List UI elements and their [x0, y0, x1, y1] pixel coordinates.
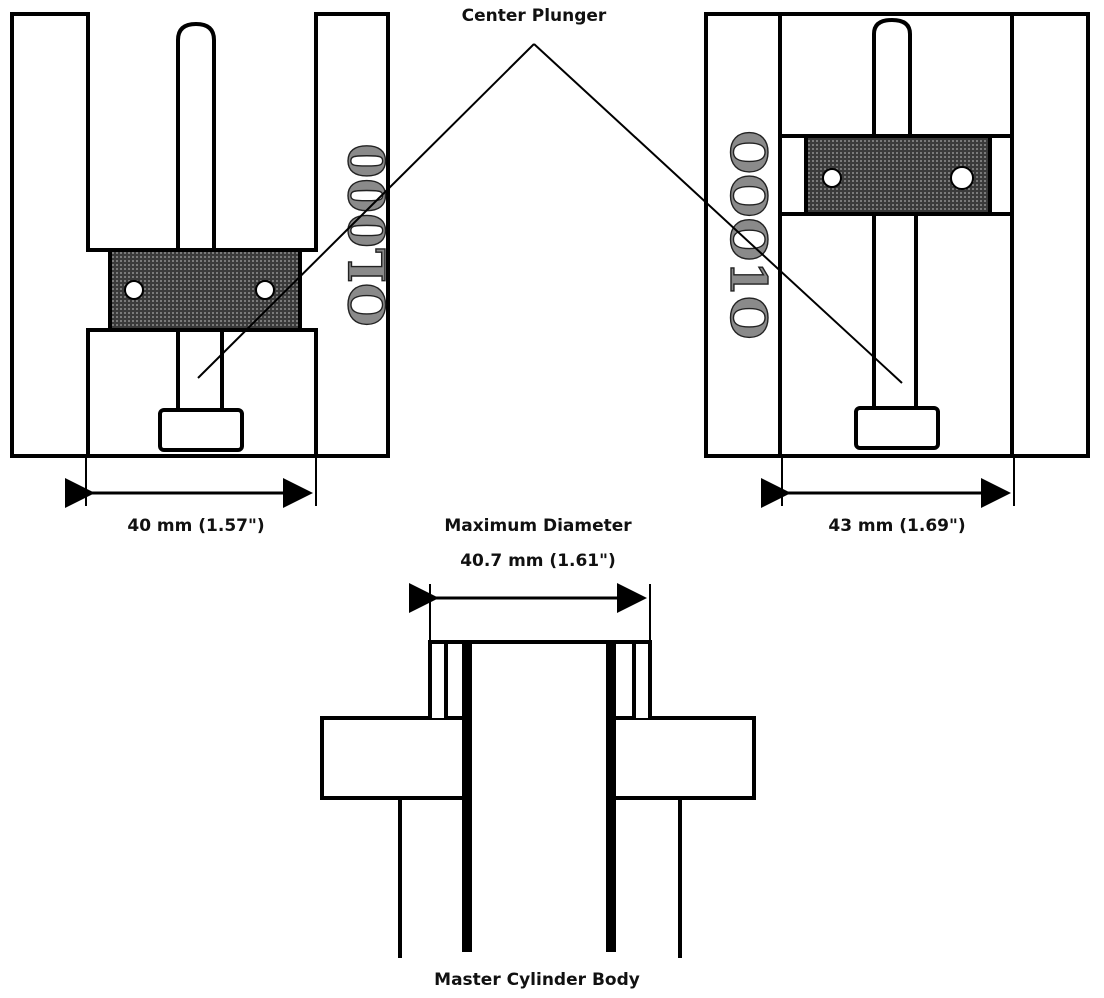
left-dimension: 40 mm (1.57")	[65, 456, 317, 536]
cylinder-boss-left	[428, 640, 448, 718]
master-cylinder-body-label: Master Cylinder Body	[434, 970, 640, 990]
right-plunger-rod-upper	[872, 17, 912, 138]
right-plunger-rod-lower	[872, 212, 918, 412]
left-crossbar-hole-right	[255, 280, 275, 300]
right-crossbar-hole-left	[822, 168, 842, 188]
cylinder-boss-right	[632, 640, 652, 718]
left-crossbar-hole-left	[124, 280, 144, 300]
right-gauge-right-leg	[1010, 12, 1090, 458]
cylinder-inner-wall-left	[462, 642, 472, 952]
right-crossbar-hole-right	[950, 166, 974, 190]
center-plunger-label: Center Plunger	[462, 6, 607, 26]
master-cylinder: Maximum Diameter 40.7 mm (1.61") Master …	[320, 516, 756, 990]
center-plunger-callout: Center Plunger	[197, 6, 903, 384]
right-plunger-foot	[854, 406, 940, 450]
cylinder-inner-wall-right	[606, 642, 616, 952]
right-dimension: 43 mm (1.69")	[761, 456, 1015, 536]
left-gauge-marking: OL000	[338, 143, 397, 326]
center-plunger-leader-left	[197, 43, 535, 379]
right-gauge: OOO1O	[704, 12, 1090, 458]
cylinder-bore	[472, 644, 606, 964]
max-diameter-value: 40.7 mm (1.61")	[460, 551, 616, 571]
center-plunger-leader-right	[533, 43, 903, 384]
right-gauge-left-strip	[704, 12, 782, 458]
left-dimension-label: 40 mm (1.57")	[127, 516, 264, 536]
left-plunger-foot	[158, 408, 244, 452]
left-gauge: OL000	[10, 12, 398, 458]
right-gauge-marking: OOO1O	[719, 130, 778, 339]
right-dimension-label: 43 mm (1.69")	[828, 516, 965, 536]
max-diameter-title: Maximum Diameter	[444, 516, 632, 536]
left-plunger-rod-lower	[176, 328, 224, 414]
left-plunger-rod-upper	[176, 21, 216, 252]
